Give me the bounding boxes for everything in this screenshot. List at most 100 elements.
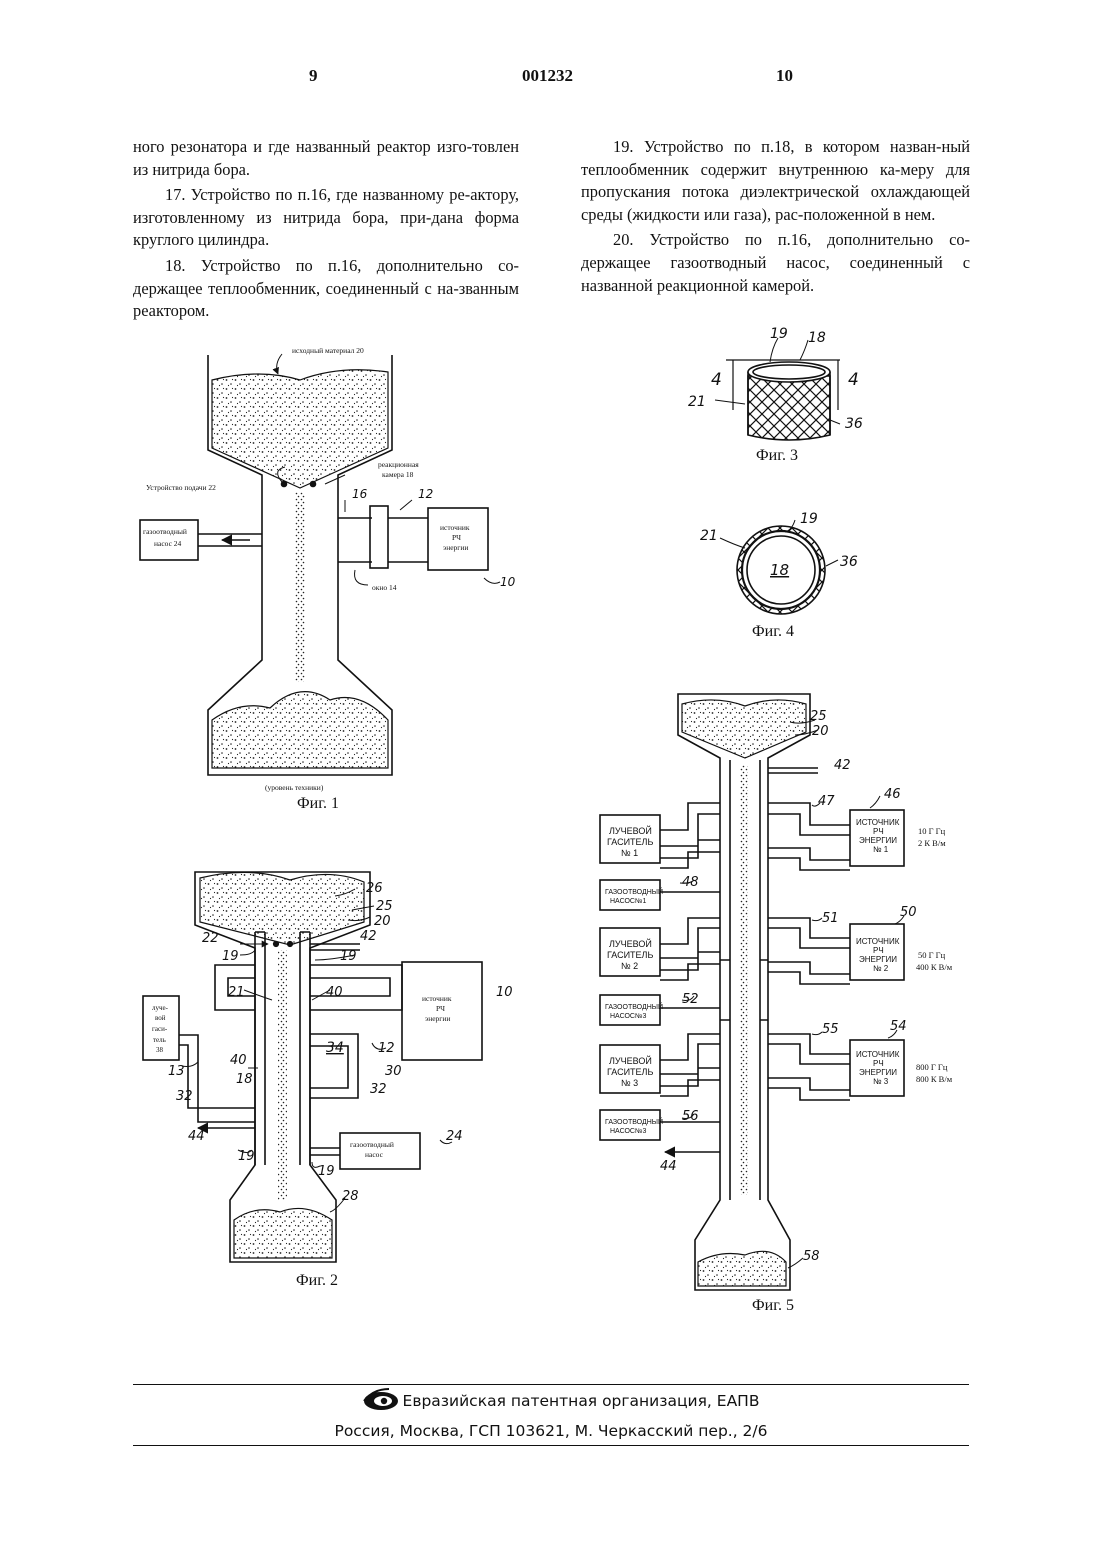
fig5-beam-2-label-3: № 2 [621,961,638,971]
fig2-caption: Фиг. 2 [296,1272,338,1289]
fig5-ref-51: 51 [822,911,839,926]
fig2-rf-label-3: энергии [425,1014,450,1023]
fig2-ref-12: 12 [378,1041,395,1056]
fig5-rf-2-label-2: РЧ [873,946,884,955]
fig2-ref-40b: 40 [230,1053,247,1068]
fig2-ref-18: 18 [236,1072,253,1087]
fig2-beam-label-5: 38 [156,1046,164,1054]
fig3-ref-4-left: 4 [711,370,722,390]
fig5-rf-1-label-4: № 1 [873,845,889,854]
fig5-rf-1-label-3: ЭНЕРГИИ [859,836,897,845]
fig2-ref-34: 34 [326,1040,344,1056]
fig5-rf-1-label-2: РЧ [873,827,884,836]
fig2-ref-40a: 40 [326,985,343,1000]
figure-5-labels: 25 20 42 46 47 48 50 51 52 54 55 56 44 5… [605,709,953,1314]
fig5-beam-2-label-2: ГАСИТЕЛЬ [607,950,653,960]
fig5-pump-3-label-2: НАСОС№3 [610,1128,646,1135]
footer-bottom-rule [133,1445,969,1446]
fig5-ref-54: 54 [890,1019,907,1034]
fig5-beam-3-label-2: ГАСИТЕЛЬ [607,1067,653,1077]
fig4-ref-18: 18 [770,561,789,579]
fig2-ref-19a: 19 [222,949,239,964]
fig1-label-chamber-1: реакционная [378,460,419,469]
fig2-ref-26: 26 [366,881,383,896]
fig5-rf-2-label-4: № 2 [873,964,889,973]
fig5-beam-3-label-1: ЛУЧЕВОЙ [609,1055,652,1066]
fig1-particle-stream [295,492,305,682]
fig2-beam-label-1: луче- [152,1004,169,1012]
fig1-rf-label-2: РЧ [452,533,461,542]
fig1-source-material [212,370,388,488]
fig2-ref-25: 25 [376,899,393,914]
fig1-ref-16: 16 [352,487,368,501]
fig2-beam-label-3: гаси- [152,1025,168,1033]
fig2-pump-label-1: газоотводный [350,1140,394,1149]
fig5-ref-46: 46 [884,787,901,802]
fig3-ref-36: 36 [845,416,863,432]
figure-1 [140,354,500,775]
fig1-label-feeder: Устройство подачи 22 [146,483,216,492]
fig2-ref-44: 44 [188,1129,205,1144]
fig5-ref-52: 52 [682,992,699,1007]
fig5-ref-55: 55 [822,1022,839,1037]
fig3-ref-18: 18 [808,330,826,346]
fig2-pump-label-2: насос [365,1150,384,1159]
fig2-ref-19c: 19 [238,1149,255,1164]
fig5-power-2: 400 К В/м [916,962,953,972]
figure-3 [715,338,840,440]
fig1-ref-10: 10 [500,575,516,589]
fig5-freq-2: 50 Г Гц [918,950,946,960]
fig2-ref-13: 13 [168,1064,185,1079]
fig2-ref-19b: 19 [340,949,357,964]
fig4-ref-19: 19 [800,511,818,527]
fig5-power-1: 2 К В/м [918,838,946,848]
fig2-beam-label-2: вой [155,1014,166,1022]
fig5-caption: Фиг. 5 [752,1297,794,1314]
fig5-pump-1-label-1: ГАЗООТВОДНЫЙ [605,887,663,896]
fig1-label-window: окно 14 [372,583,397,592]
fig2-beam-label-4: тель [153,1036,166,1044]
fig5-particle-stream [740,765,748,1195]
fig5-rf-3-label-2: РЧ [873,1059,884,1068]
fig5-ref-20: 20 [812,724,829,739]
fig2-ref-42: 42 [360,929,377,944]
fig5-rf-2-label-1: ИСТОЧНИК [856,937,900,946]
fig2-ref-32a: 32 [176,1089,193,1104]
fig1-label-prior-art: (уровень техники) [265,783,324,792]
fig5-pump-3-label-1: ГАЗООТВОДНЫЙ [605,1117,663,1126]
fig5-rf-2-label-3: ЭНЕРГИИ [859,955,897,964]
fig5-pump-1-label-2: НАСОС№1 [610,898,646,905]
fig2-particle-stream [278,950,287,1200]
fig3-caption: Фиг. 3 [756,447,798,464]
fig5-freq-1: 10 Г Гц [918,826,946,836]
fig5-rf-1-label-1: ИСТОЧНИК [856,818,900,827]
fig1-pump-label-1: газоотводный [143,527,187,536]
fig4-caption: Фиг. 4 [752,623,794,640]
fig5-rf-3-label-4: № 3 [873,1077,889,1086]
fig5-ref-58: 58 [803,1249,820,1264]
fig2-ref-21: 21 [228,985,245,1000]
fig5-ref-47: 47 [818,794,835,809]
fig4-ref-36: 36 [840,554,858,570]
fig2-ref-19d: 19 [318,1164,335,1179]
fig1-rf-label-1: источник [440,523,470,532]
fig5-ref-56: 56 [682,1109,699,1124]
fig5-ref-25: 25 [810,709,827,724]
fig5-pump-2-label-1: ГАЗООТВОДНЫЙ [605,1002,663,1011]
fig1-rf-label-3: энергии [443,543,468,552]
fig3-ref-21: 21 [688,394,706,410]
fig2-ref-28: 28 [342,1189,359,1204]
fig5-ref-44: 44 [660,1159,677,1174]
fig2-ref-22: 22 [202,931,219,946]
fig5-beam-1-label-3: № 1 [621,848,638,858]
fig2-ref-20: 20 [374,914,391,929]
fig2-ref-32b: 32 [370,1082,387,1097]
fig5-rf-3-label-3: ЭНЕРГИИ [859,1068,897,1077]
fig4-ref-21: 21 [700,528,718,544]
fig5-beam-3-label-3: № 3 [621,1078,638,1088]
fig5-rf-3-label-1: ИСТОЧНИК [856,1050,900,1059]
footer-address: Россия, Москва, ГСП 103621, М. Черкасски… [133,1422,969,1440]
fig1-ref-12: 12 [418,487,433,501]
fig5-beam-1-label-2: ГАСИТЕЛЬ [607,837,653,847]
fig5-ref-50: 50 [900,905,917,920]
